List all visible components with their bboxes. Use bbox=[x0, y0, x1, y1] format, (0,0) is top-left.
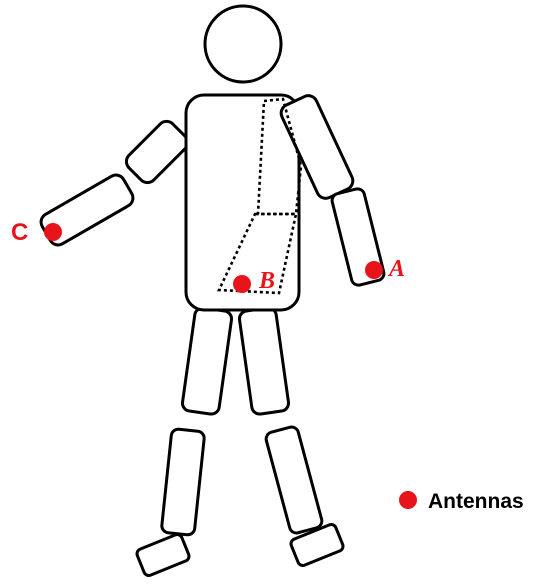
antenna-c-dot bbox=[44, 223, 62, 241]
antenna-b-label: B bbox=[258, 268, 275, 294]
antenna-c-label: C bbox=[11, 219, 28, 246]
right-shin bbox=[161, 429, 205, 536]
left-leg bbox=[238, 307, 344, 567]
right-thigh bbox=[181, 307, 232, 415]
antenna-a-dot bbox=[365, 261, 383, 279]
legend-antenna-dot bbox=[399, 491, 417, 509]
left-shin bbox=[265, 426, 324, 535]
antenna-a-label: A bbox=[387, 256, 405, 282]
right-upper-arm bbox=[123, 118, 192, 187]
head bbox=[205, 6, 281, 82]
right-foot bbox=[136, 533, 191, 577]
right-leg bbox=[136, 307, 233, 577]
left-thigh bbox=[238, 307, 289, 415]
legend: Antennas bbox=[399, 490, 524, 513]
legend-label: Antennas bbox=[428, 490, 524, 513]
antenna-b-dot bbox=[233, 275, 251, 293]
